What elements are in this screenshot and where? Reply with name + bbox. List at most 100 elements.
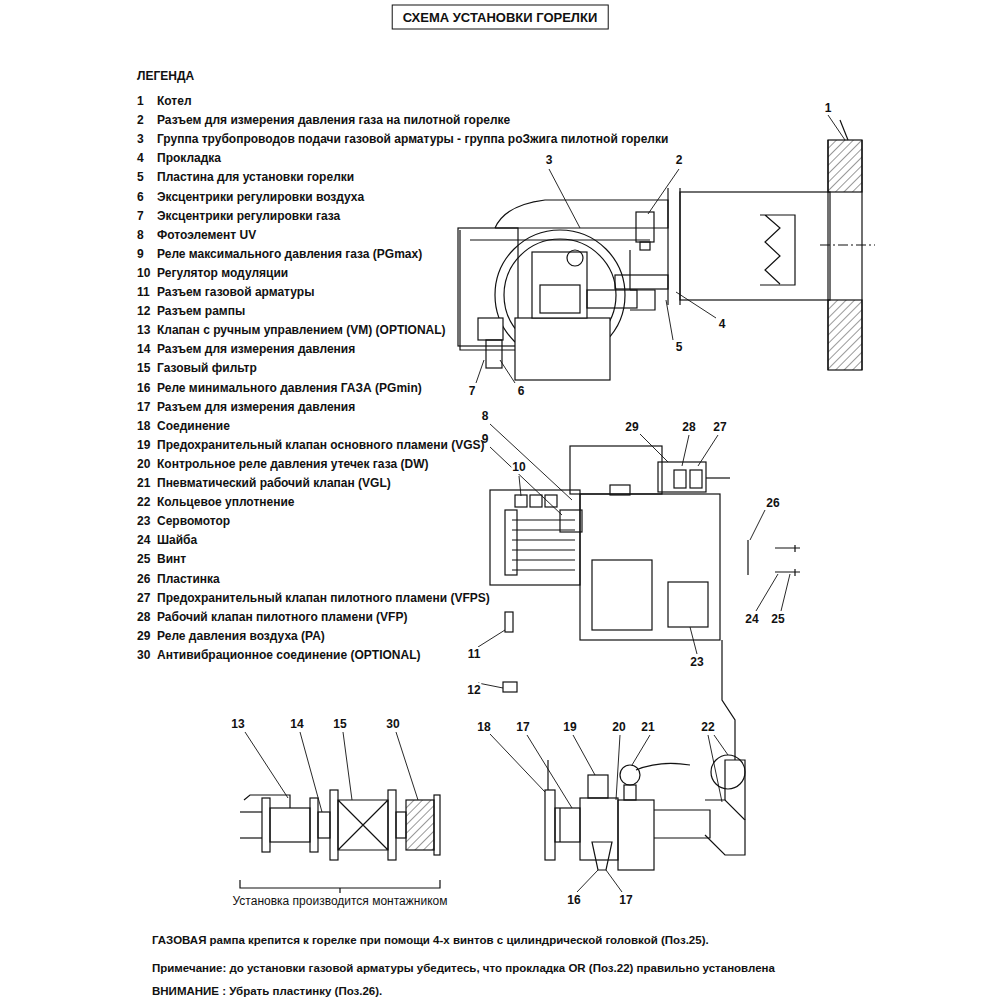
- legend-entry: Контрольное реле давления утечек газа (D…: [157, 457, 428, 471]
- legend-entry: Пластинка: [157, 572, 220, 586]
- legend-entry: Регулятор модуляции: [157, 266, 288, 280]
- blast-tube: [668, 188, 875, 305]
- legend-number: 16: [137, 381, 150, 395]
- gas-ramp-burner-part: [654, 810, 710, 838]
- leader-lines-part: [616, 735, 620, 800]
- callout-number: 3: [545, 153, 554, 167]
- leader-lines-part: [714, 735, 728, 755]
- leader-lines-part: [527, 735, 572, 808]
- legend-number: 7: [137, 209, 144, 223]
- callout-number: 5: [675, 340, 684, 354]
- leader-lines-part: [666, 300, 673, 340]
- legend-heading: ЛЕГЕНДА: [137, 69, 194, 83]
- leader-lines-part: [577, 870, 598, 892]
- callout-number: 25: [770, 612, 785, 626]
- leader-lines: [245, 115, 845, 892]
- gas-ramp-burner-part: [545, 790, 555, 860]
- leader-lines-part: [676, 292, 716, 318]
- burner-housing-top-part: [630, 290, 655, 310]
- leader-lines-part: [478, 683, 503, 688]
- legend-number: 3: [137, 132, 144, 146]
- leader-lines-part: [698, 435, 718, 466]
- leader-lines-part: [828, 115, 845, 140]
- legend-entry: Разъем газовой арматуры: [157, 285, 314, 299]
- legend-entry: Сервомотор: [157, 514, 230, 528]
- gas-ramp-installer-part: [388, 790, 396, 860]
- legend-entry: Соединение: [157, 419, 230, 433]
- gas-ramp-installer-part: [330, 790, 338, 860]
- leader-lines-part: [708, 735, 722, 802]
- burner-body-side: [490, 446, 800, 760]
- legend-entry: Прокладка: [157, 151, 221, 165]
- legend-entry: Пневматический рабочий клапан (VGL): [157, 476, 391, 490]
- leader-lines-part: [300, 732, 322, 812]
- callout-number: 24: [744, 612, 759, 626]
- callout-number: 28: [681, 420, 696, 434]
- burner-body-side-part: [674, 470, 686, 488]
- callout-number: 12: [466, 683, 481, 697]
- gas-ramp-installer-part: [338, 800, 388, 850]
- callout-number: 11: [467, 647, 482, 661]
- legend-entry: Винт: [157, 552, 186, 566]
- gas-ramp-installer-part: [318, 812, 330, 838]
- legend-number: 28: [137, 610, 150, 624]
- leader-lines-part: [490, 424, 572, 500]
- gas-ramp-burner-part: [547, 760, 548, 790]
- legend-entry: Разъем для измерения давления газа на пи…: [157, 113, 510, 127]
- burner-housing-top-part: [478, 318, 503, 340]
- legend-entry: Фотоэлемент UV: [157, 228, 256, 242]
- callout-number: 21: [640, 720, 655, 734]
- callout-number: 19: [562, 720, 577, 734]
- gas-ramp-installer-part: [310, 798, 318, 852]
- legend-entry: Разъем рампы: [157, 304, 245, 318]
- gas-ramp-burner-part: [620, 765, 640, 785]
- gas-ramp-installer-part: [240, 837, 262, 838]
- callout-number: 14: [289, 717, 304, 731]
- blast-tube-part: [760, 215, 795, 285]
- legend-entry: Предохранительный клапан основного пламе…: [157, 438, 485, 452]
- gas-ramp-burner-part: [580, 798, 618, 860]
- legend-number: 8: [137, 228, 144, 242]
- burner-body-side-part: [530, 495, 542, 507]
- gas-ramp-burner-part: [636, 763, 690, 770]
- legend-number: 20: [137, 457, 150, 471]
- callout-number: 7: [468, 384, 477, 398]
- legend-number: 27: [137, 591, 150, 605]
- gas-ramp-burner-part: [588, 775, 608, 798]
- legend-entry: Эксцентрики регулировки воздуха: [157, 190, 364, 204]
- burner-body-side-part: [503, 682, 517, 692]
- leader-lines-part: [500, 360, 515, 383]
- burner-body-side-part: [560, 510, 582, 532]
- gas-ramp-installer-part: [270, 808, 310, 842]
- callout-number: 17: [618, 893, 633, 907]
- legend-number: 21: [137, 476, 150, 490]
- leader-lines-part: [490, 447, 562, 515]
- gas-ramp-burner-part: [592, 842, 612, 870]
- legend-number: 14: [137, 342, 150, 356]
- leader-lines-part: [606, 870, 622, 892]
- legend-number: 1: [137, 94, 144, 108]
- callout-number: 1: [824, 101, 833, 115]
- gas-ramp-installer-part: [396, 812, 406, 838]
- legend-number: 2: [137, 113, 144, 127]
- leader-lines-part: [549, 169, 580, 228]
- boiler-wall-part: [827, 140, 828, 370]
- legend-number: 18: [137, 419, 150, 433]
- callout-number: 6: [517, 384, 526, 398]
- leader-lines-part: [245, 732, 288, 798]
- leader-lines-part: [343, 732, 352, 800]
- legend-entry: Эксцентрики регулировки газа: [157, 209, 340, 223]
- boiler-wall-part: [861, 140, 862, 370]
- burner-body-side-part: [747, 540, 748, 575]
- legend-entry: Антивибрационное соединение (OPTIONAL): [157, 648, 420, 662]
- leader-lines-part: [756, 574, 778, 611]
- gas-ramp-burner-part: [705, 800, 745, 855]
- legend-number: 6: [137, 190, 144, 204]
- burner-body-side-part: [505, 510, 517, 575]
- legend-entry: Шайба: [157, 533, 197, 547]
- legend-number: 13: [137, 323, 150, 337]
- burner-body-side-part: [775, 545, 800, 576]
- gas-ramp-installer-part: [406, 800, 434, 850]
- leader-lines-part: [573, 735, 595, 775]
- gas-ramp-installer-part: [240, 811, 262, 812]
